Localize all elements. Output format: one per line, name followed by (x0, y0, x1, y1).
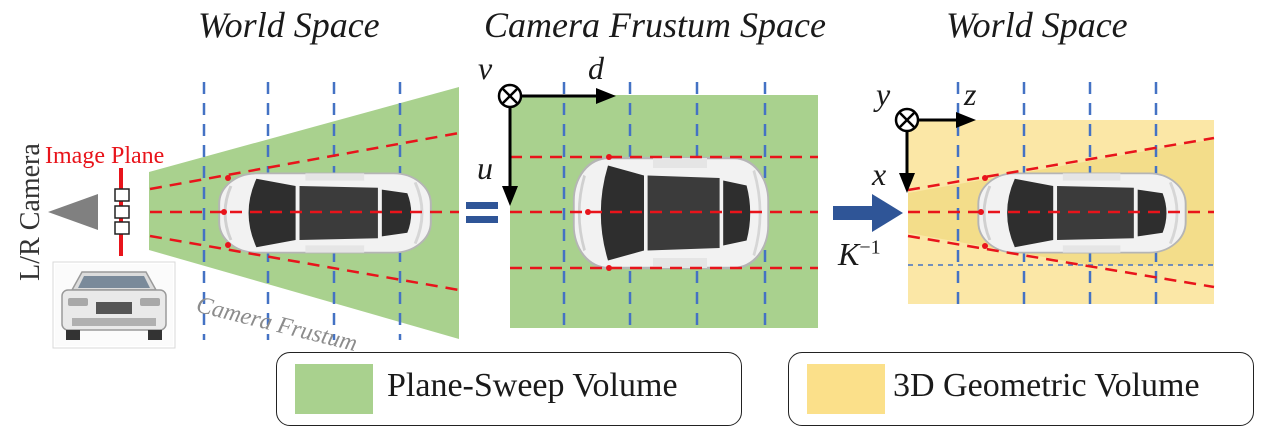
rays-middle (510, 155, 818, 270)
axis-label-u: u (477, 150, 493, 186)
axis-origin-middle (497, 83, 523, 109)
title-world-space-left: World Space (198, 5, 380, 45)
legend-psv-swatch (295, 364, 373, 414)
axis-label-y: y (876, 76, 891, 112)
transform-symbol: K (838, 236, 860, 272)
legend-psv-label: Plane-Sweep Volume (387, 367, 678, 404)
legend-geo-label: 3D Geometric Volume (893, 367, 1200, 404)
hit-points-middle (585, 154, 612, 271)
car-photo (52, 261, 176, 349)
equals-sign (466, 202, 498, 223)
axis-label-z: z (964, 76, 977, 112)
rays-left (149, 131, 460, 292)
transform-arrow (833, 194, 903, 232)
transform-label: K−1 (838, 236, 881, 273)
axis-origin-right (894, 107, 920, 133)
legend-geo: 3D Geometric Volume (788, 352, 1254, 426)
hit-points-right (978, 175, 988, 249)
axis-label-v: v (478, 50, 493, 86)
camera-icon (48, 194, 98, 230)
title-camera-frustum-space: Camera Frustum Space (484, 5, 826, 45)
axis-label-x: x (872, 156, 887, 192)
camera-label: L/R Camera (15, 143, 46, 281)
legend-geo-swatch (807, 364, 885, 414)
image-plane-label: Image Plane (45, 143, 165, 169)
geometric-volume-lower (908, 265, 1214, 304)
image-plane-pixels (114, 188, 130, 235)
axes-middle (502, 88, 616, 206)
axis-label-d: d (588, 50, 604, 86)
hit-points-left (221, 175, 231, 248)
legend-psv: Plane-Sweep Volume (276, 352, 742, 426)
axes-right (899, 112, 976, 193)
title-world-space-right: World Space (946, 5, 1128, 45)
transform-exponent: −1 (859, 236, 881, 259)
rays-right (907, 136, 1215, 289)
